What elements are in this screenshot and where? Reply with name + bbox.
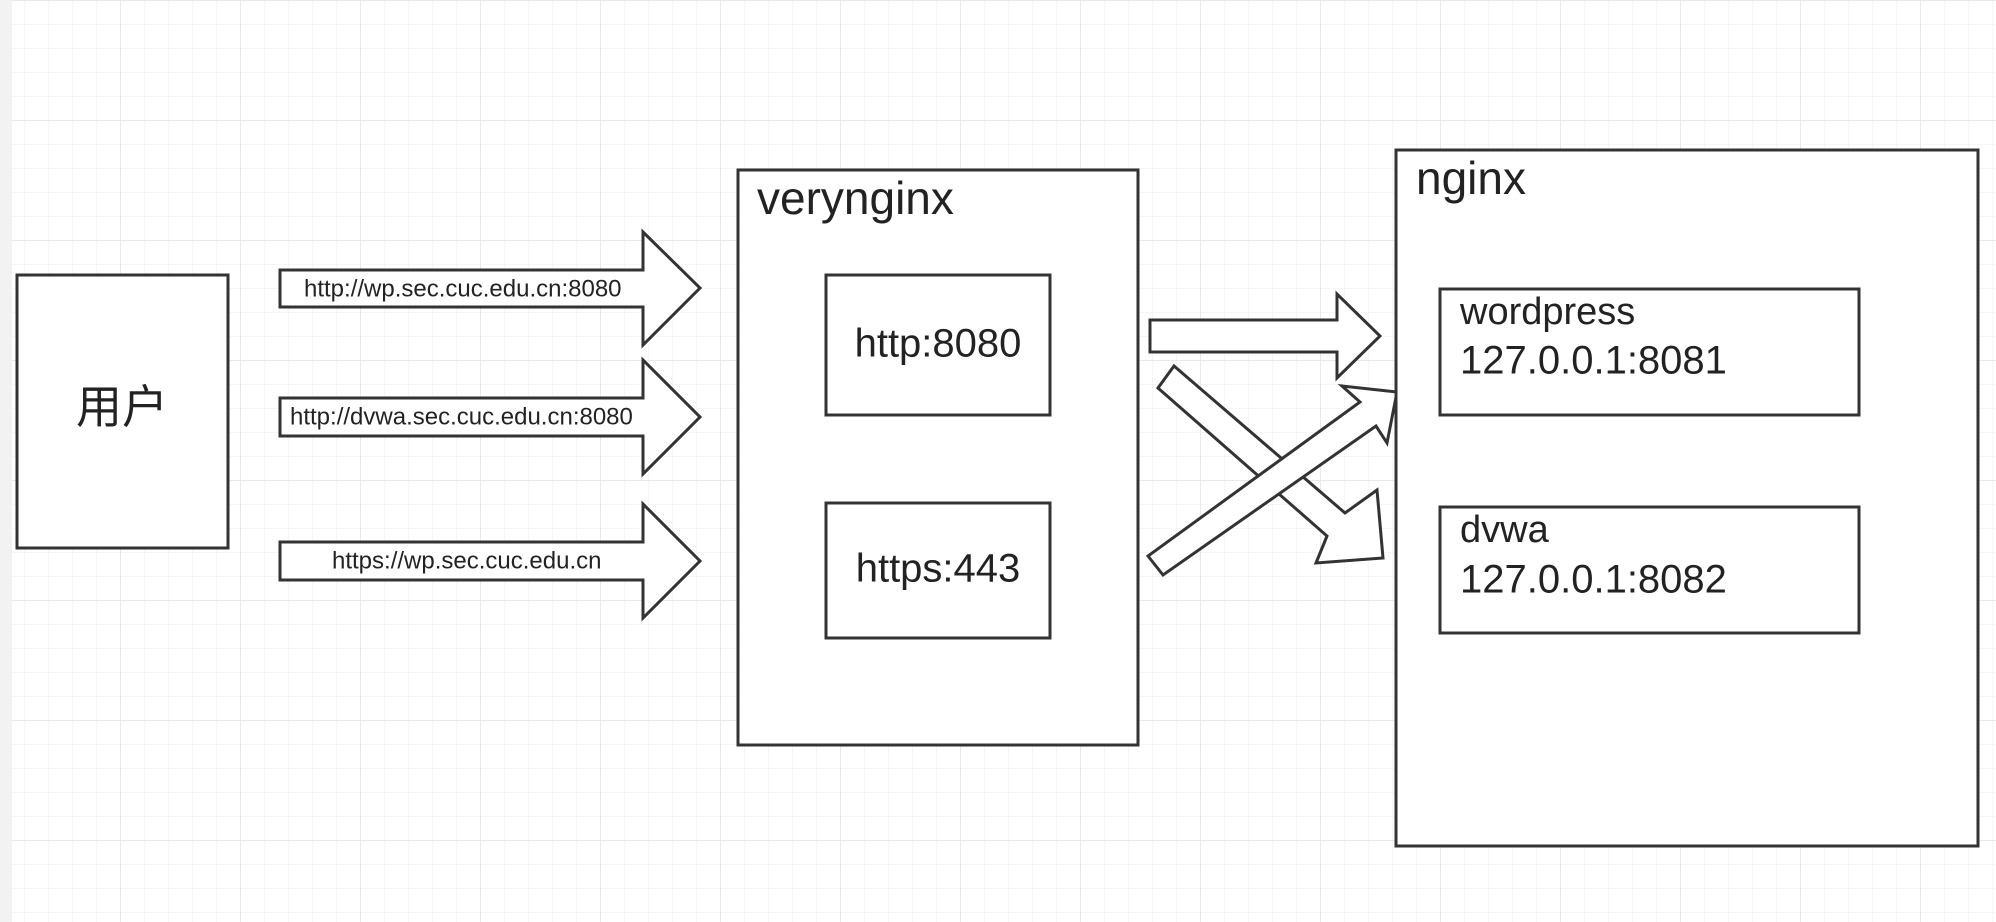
- user-box: [15, 273, 230, 550]
- arrow-http-wp[interactable]: http://wp.sec.cuc.edu.cn:8080: [278, 228, 703, 349]
- arrow-http-wp-label: http://wp.sec.cuc.edu.cn:8080: [304, 275, 622, 302]
- verynginx-https-port[interactable]: https:443: [824, 501, 1052, 640]
- https-port-box: [824, 501, 1052, 640]
- arrow-https-to-wordpress-shape: [1145, 383, 1399, 578]
- arrow-https-wp-label: https://wp.sec.cuc.edu.cn: [332, 547, 601, 574]
- nginx-title: nginx: [1416, 152, 1526, 204]
- https-port-label: https:443: [856, 547, 1021, 591]
- wordpress-name: wordpress: [1459, 291, 1635, 333]
- arrow-http-dvwa-label: http://dvwa.sec.cuc.edu.cn:8080: [290, 403, 633, 430]
- dvwa-box: [1438, 505, 1861, 635]
- dvwa-address: 127.0.0.1:8082: [1460, 558, 1727, 602]
- nginx-wordpress[interactable]: wordpress 127.0.0.1:8081: [1438, 287, 1861, 417]
- dvwa-name: dvwa: [1460, 509, 1550, 551]
- nginx-box: [1394, 148, 1980, 848]
- arrow-https-wp[interactable]: https://wp.sec.cuc.edu.cn: [278, 500, 703, 622]
- arrow-http-dvwa-shape: [278, 356, 703, 478]
- arrow-http-dvwa[interactable]: http://dvwa.sec.cuc.edu.cn:8080: [278, 356, 703, 478]
- wordpress-box: [1438, 287, 1861, 417]
- arrow-http-wp-shape: [278, 228, 703, 349]
- arrow-to-wordpress-shape: [1148, 290, 1383, 382]
- arrow-https-to-wordpress[interactable]: [1145, 383, 1399, 578]
- nginx-dvwa[interactable]: dvwa 127.0.0.1:8082: [1438, 505, 1861, 635]
- verynginx-box: [736, 168, 1140, 747]
- http-port-box: [824, 273, 1052, 417]
- arrow-http-to-dvwa[interactable]: [1155, 363, 1385, 565]
- user-node[interactable]: 用户: [15, 273, 230, 550]
- verynginx-node[interactable]: verynginx http:8080 https:443: [736, 168, 1140, 747]
- arrow-http-to-dvwa-shape: [1155, 363, 1385, 565]
- arrow-to-wordpress[interactable]: [1148, 290, 1383, 382]
- nginx-node[interactable]: nginx wordpress 127.0.0.1:8081 dvwa 127.…: [1394, 148, 1980, 848]
- verynginx-http-port[interactable]: http:8080: [824, 273, 1052, 417]
- canvas-left-border: [0, 0, 12, 922]
- user-label: 用户: [76, 381, 168, 433]
- wordpress-address: 127.0.0.1:8081: [1460, 339, 1727, 383]
- http-port-label: http:8080: [855, 322, 1022, 366]
- verynginx-title: verynginx: [757, 172, 954, 224]
- arrow-https-wp-shape: [278, 500, 703, 622]
